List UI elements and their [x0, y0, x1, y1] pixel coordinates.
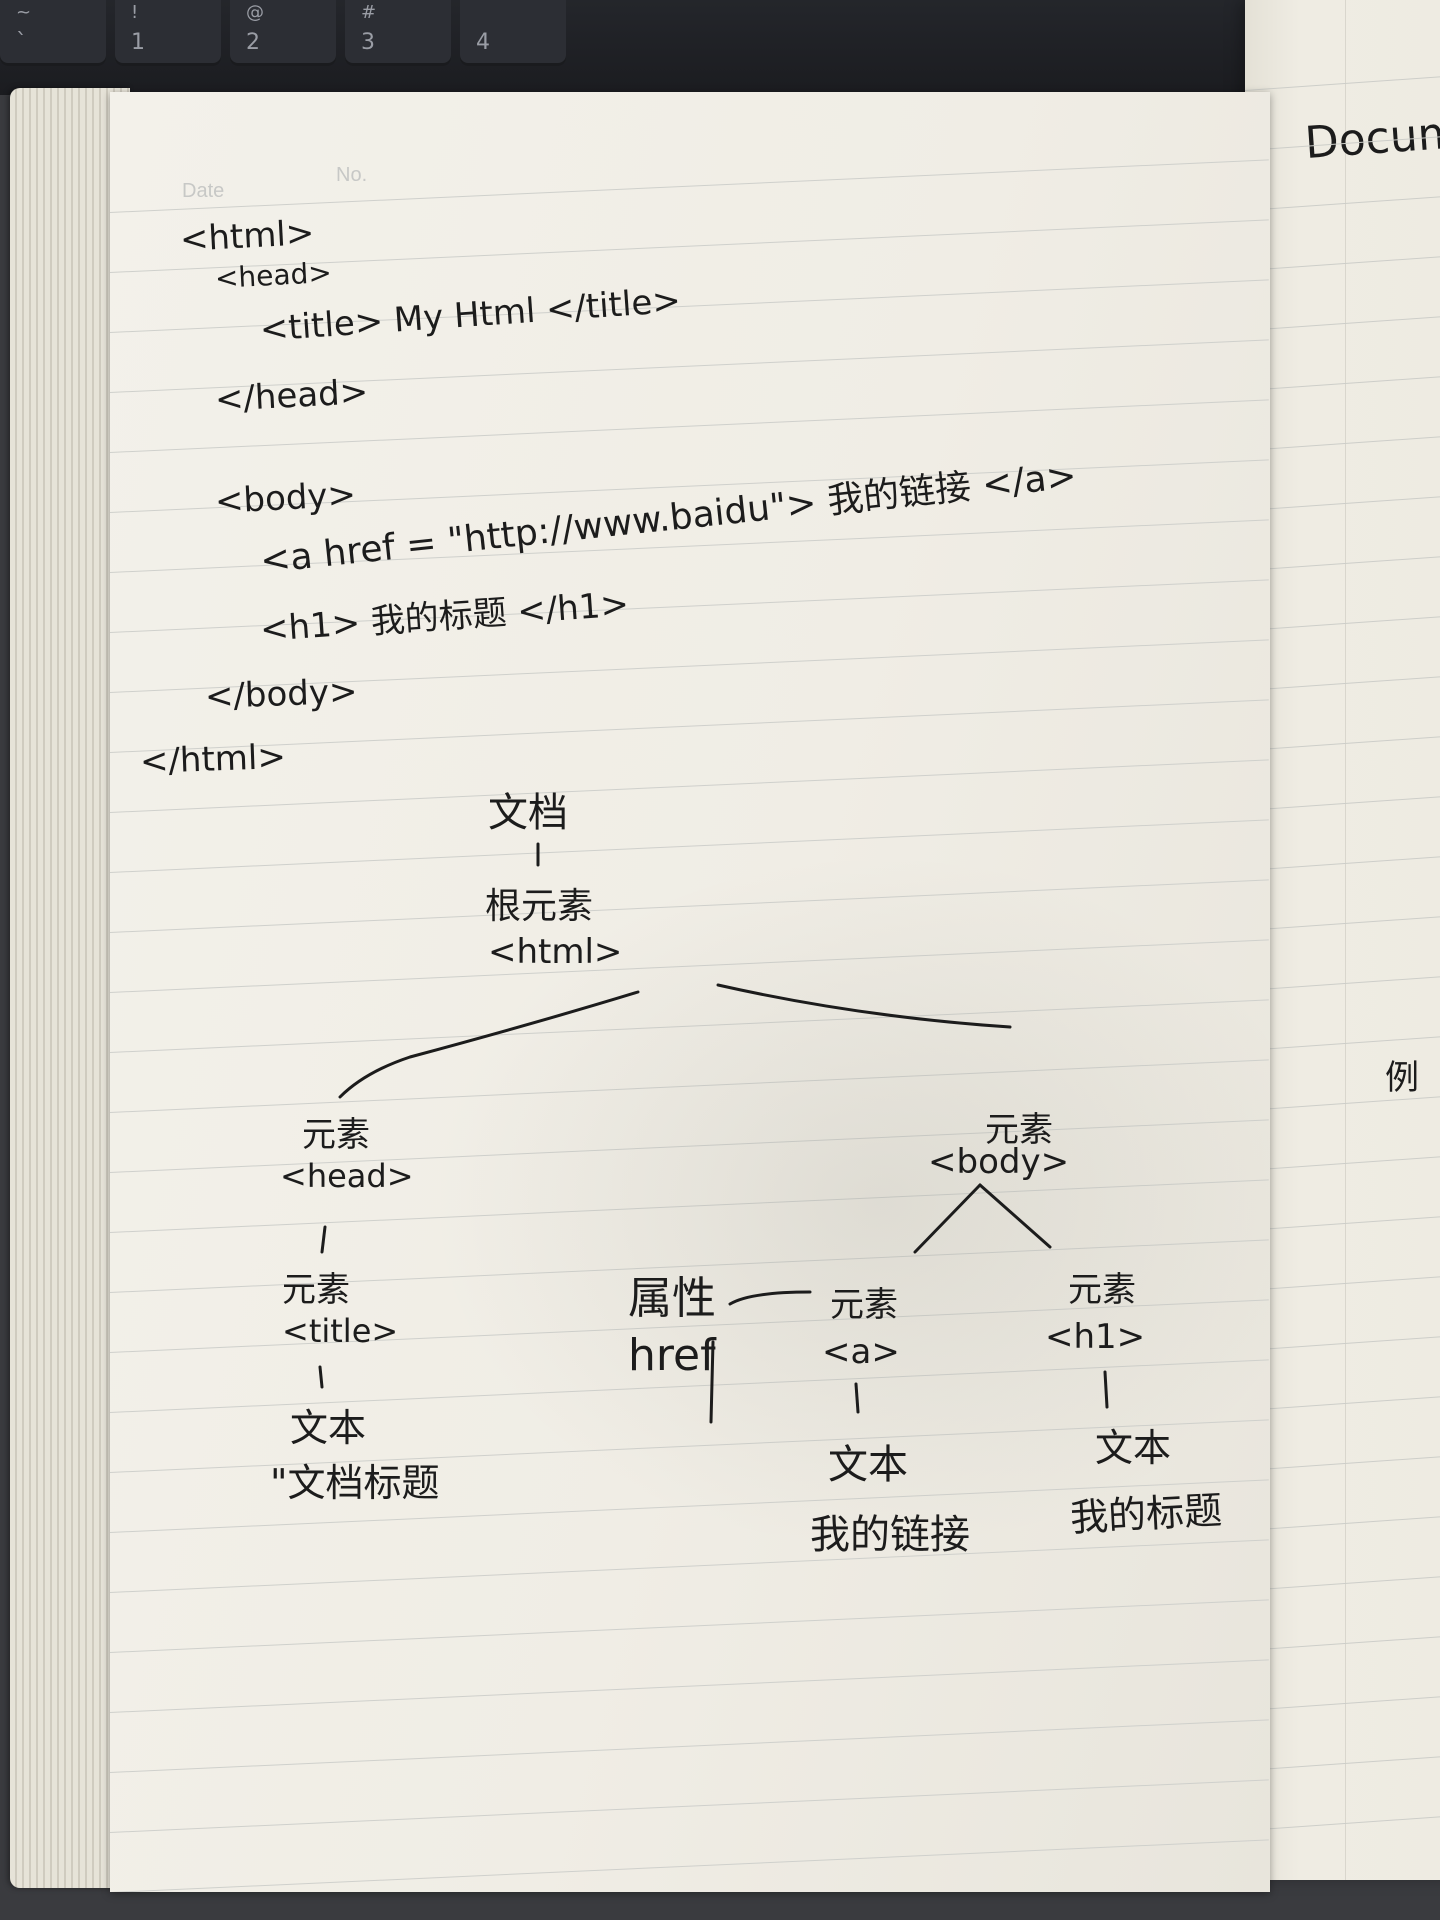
tree-h1-element: 元素	[1068, 1270, 1136, 1310]
ruled-line	[1245, 794, 1440, 811]
edge-title-text	[318, 1365, 324, 1389]
date-label: Date	[182, 180, 225, 202]
ruled-line	[1245, 1214, 1440, 1231]
ruled-line	[1245, 314, 1440, 331]
keyboard: ~ ` ! 1 @ 2 # 3 4	[0, 0, 1440, 95]
ruled-line	[1245, 1334, 1440, 1351]
tree-attr-label: 属性	[628, 1273, 716, 1324]
ruled-line	[1245, 1634, 1440, 1651]
key-tilde: ~ `	[0, 0, 106, 66]
tree-head-tag: <head>	[280, 1157, 414, 1195]
edge-attr-a	[728, 1290, 812, 1306]
ruled-line	[1245, 254, 1440, 271]
key-2: @ 2	[230, 0, 336, 66]
tree-title-element: 元素	[282, 1270, 350, 1310]
tree-a-element: 元素	[830, 1285, 898, 1325]
edge-root-head	[338, 990, 640, 1099]
key-number: `	[16, 30, 27, 55]
attr-stroke	[709, 1340, 715, 1424]
tree-h1-text-value: 我的标题	[1069, 1488, 1224, 1540]
ruled-line	[1245, 974, 1440, 991]
tree-attr-name: href	[628, 1330, 716, 1381]
key-symbol: #	[361, 2, 377, 23]
ruled-line	[1245, 1034, 1440, 1051]
ruled-line	[1245, 1454, 1440, 1471]
no-label: No.	[336, 164, 368, 186]
tree-body-element: 元素	[985, 1110, 1053, 1150]
edge-body-a	[913, 1183, 982, 1254]
key-4: 4	[460, 0, 566, 66]
ruled-line	[1245, 434, 1440, 451]
ruled-line	[1245, 614, 1440, 631]
right-page-fragment: 例	[1385, 1058, 1419, 1098]
edge-a-text	[854, 1382, 860, 1414]
ruled-line	[1245, 674, 1440, 691]
key-3: # 3	[345, 0, 451, 66]
ruled-line	[1245, 734, 1440, 751]
key-symbol: @	[246, 2, 264, 23]
dom-tree-lines	[318, 842, 1109, 1424]
edge-root-body	[716, 983, 1012, 1029]
margin-line	[1345, 0, 1346, 1880]
edge-head-title	[320, 1225, 327, 1254]
notebook-page: Date No. <html> <head> <title> My Html <…	[110, 92, 1270, 1892]
ruled-line	[1245, 1154, 1440, 1171]
key-number: 3	[361, 30, 375, 55]
ruled-line	[1245, 74, 1440, 91]
key-symbol: !	[131, 2, 139, 23]
tree-body-tag: <body>	[928, 1142, 1070, 1182]
tree-a-text-value: 我的链接	[810, 1512, 970, 1558]
ruled-line	[1245, 194, 1440, 211]
ruled-line	[1245, 1814, 1440, 1831]
right-page: Docume 例	[1245, 0, 1440, 1880]
tree-root-element: 根元素	[485, 886, 594, 927]
tree-a-tag: <a>	[822, 1332, 900, 1372]
tree-title-tag: <title>	[282, 1312, 399, 1350]
tree-title-text-value: "文档标题	[270, 1461, 440, 1505]
tree-root-tag: <html>	[488, 932, 623, 972]
edge-h1-text	[1103, 1370, 1109, 1409]
key-symbol: ~	[16, 2, 32, 23]
tree-head-element: 元素	[302, 1115, 370, 1155]
ruled-line	[1245, 494, 1440, 511]
key-number: 2	[246, 30, 260, 55]
tree-a-text-label: 文本	[828, 1442, 908, 1488]
ruled-line	[1245, 854, 1440, 871]
ruled-line	[1245, 1514, 1440, 1531]
edge-body-h1	[978, 1183, 1052, 1249]
key-1: ! 1	[115, 0, 221, 66]
ruled-line	[1245, 1394, 1440, 1411]
ruled-line	[1245, 1754, 1440, 1771]
ruled-line	[1245, 914, 1440, 931]
ruled-line	[1245, 554, 1440, 571]
key-number: 1	[131, 30, 145, 55]
ruled-line	[1245, 1694, 1440, 1711]
tree-h1-text-label: 文本	[1095, 1426, 1172, 1470]
ruled-line	[1245, 374, 1440, 391]
tree-root-doc: 文档	[488, 790, 568, 836]
ruled-line	[1245, 1274, 1440, 1291]
ruled-line	[1245, 1574, 1440, 1591]
tree-h1-tag: <h1>	[1045, 1317, 1146, 1357]
key-number: 4	[476, 30, 490, 55]
tree-title-text-label: 文本	[290, 1406, 367, 1450]
